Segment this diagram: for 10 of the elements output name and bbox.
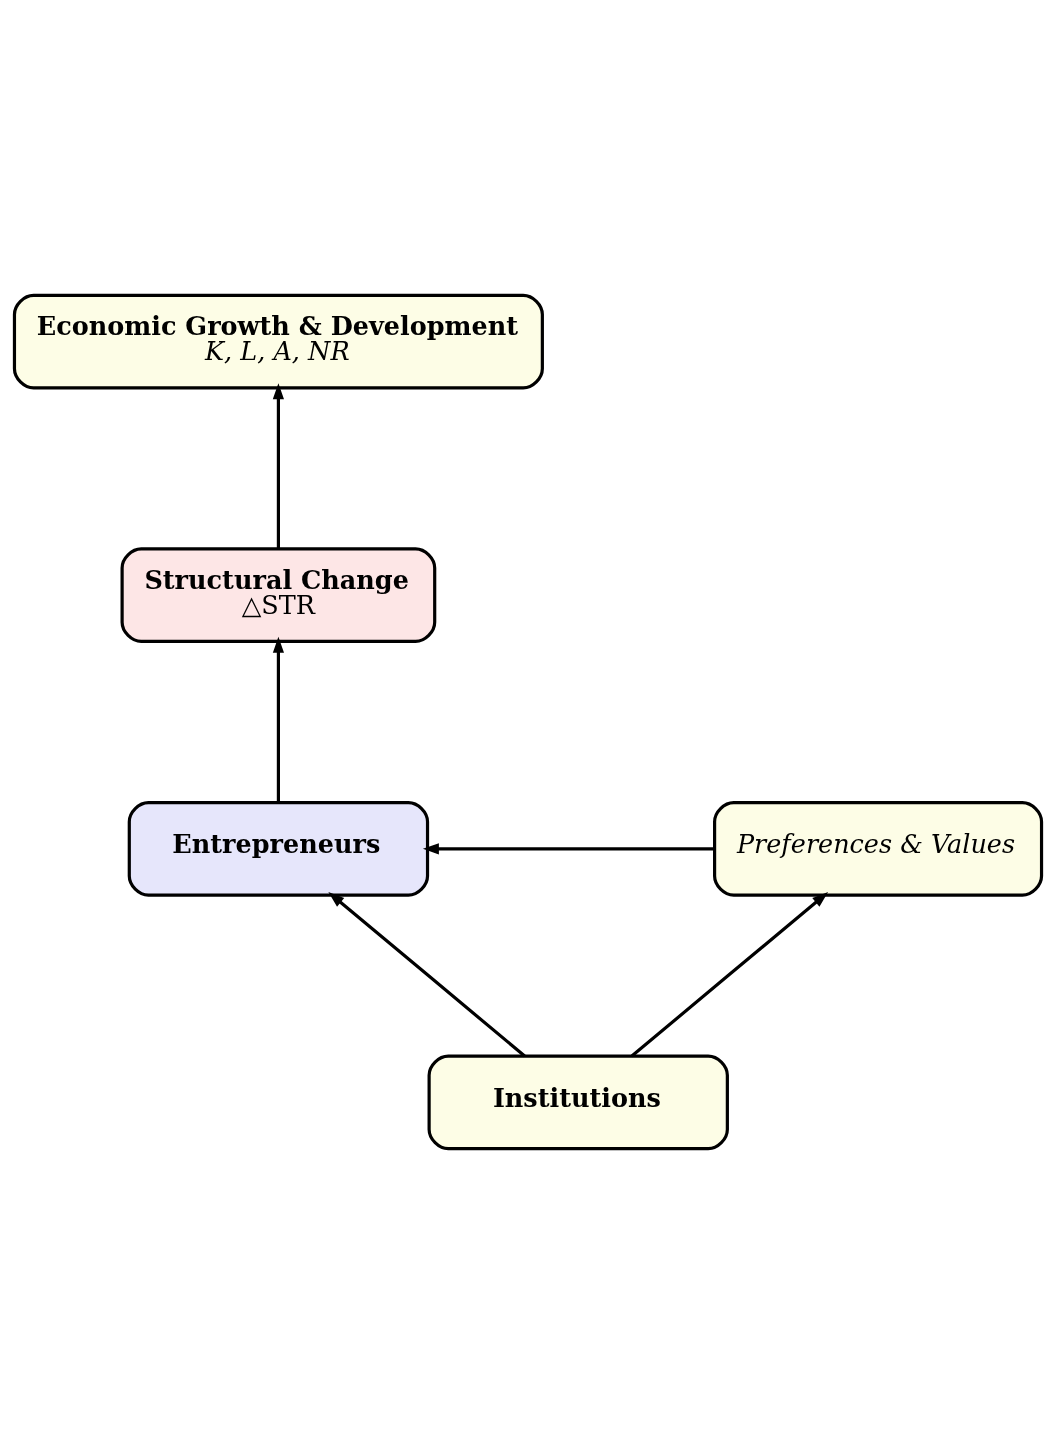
node-box: Institutions (427, 1054, 729, 1151)
node-box: Entrepreneurs (127, 800, 430, 897)
node-box: Preferences & Values (713, 800, 1044, 897)
arrow (630, 892, 829, 1058)
arrow (328, 892, 526, 1058)
arrow (272, 383, 284, 549)
arrow (422, 843, 715, 855)
node-box: Economic Growth & Development K, L, A, NR (12, 293, 544, 390)
node-box: Structural Change △STR (120, 547, 437, 644)
arrow (272, 636, 284, 803)
